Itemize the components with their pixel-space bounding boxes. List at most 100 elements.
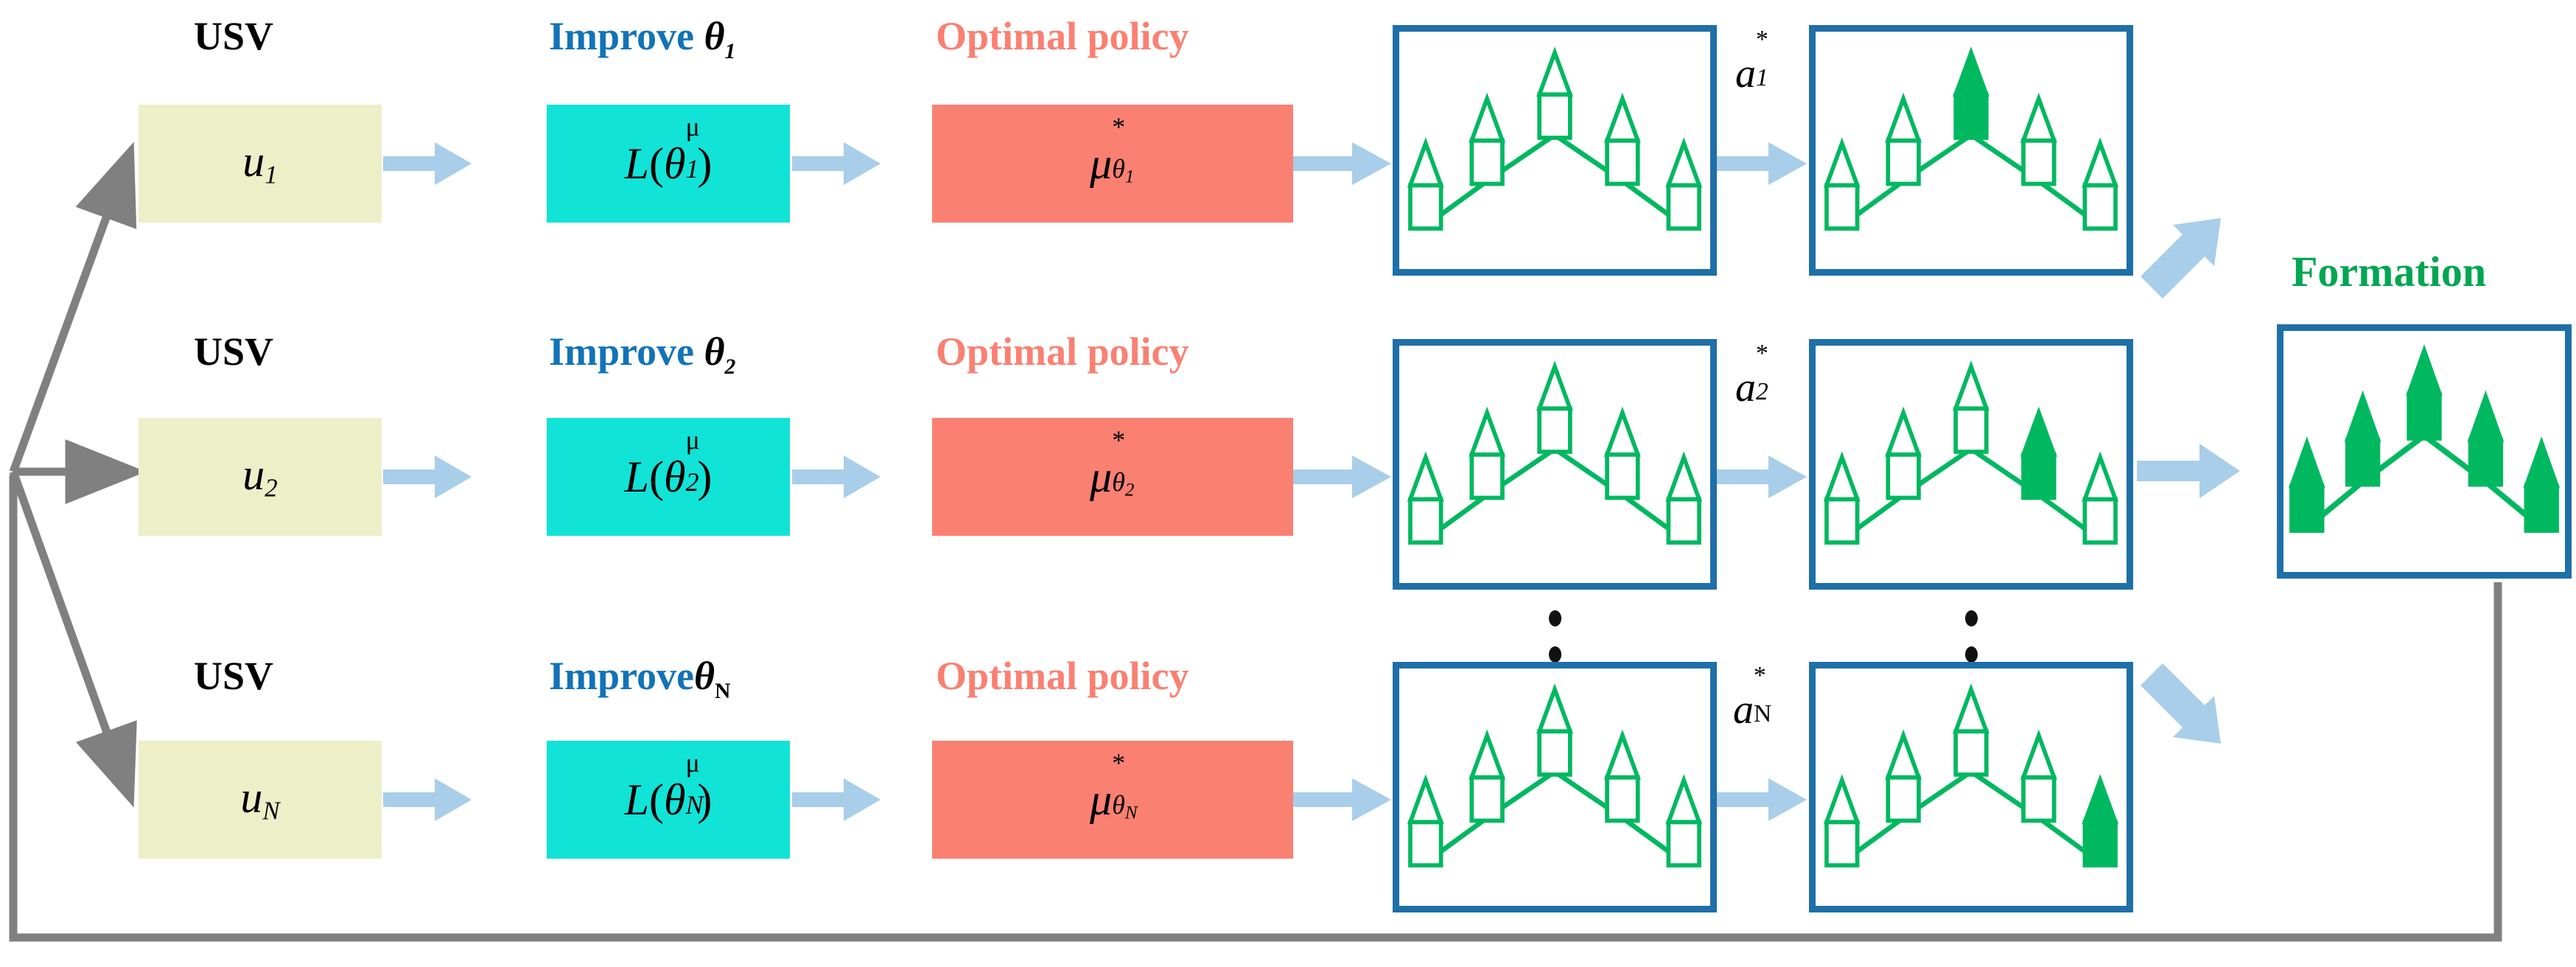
row-1-usv-box[interactable]: u1 xyxy=(139,105,382,223)
ship-4 xyxy=(2082,137,2119,231)
ellipsis-dot xyxy=(1548,610,1561,626)
ship-2 xyxy=(2020,406,2057,500)
row-1-policy-header: Optimal policy xyxy=(936,14,1189,58)
ship-0 xyxy=(1953,46,1989,140)
ship-2 xyxy=(2020,92,2057,186)
row-3-loss-box[interactable]: L(θμNx) xyxy=(547,741,790,859)
ship-1 xyxy=(1469,92,1506,186)
ship-formation-graphic xyxy=(1823,360,2119,545)
ship-formation-graphic xyxy=(1823,46,2119,231)
ship-3 xyxy=(2288,436,2325,533)
row-3-u-label: uN xyxy=(240,772,280,825)
ship-3 xyxy=(1823,451,1861,545)
row-2-loss-box[interactable]: L(θμ2x) xyxy=(547,418,790,536)
row-1-loss-box[interactable]: L(θμ1x) xyxy=(547,105,790,223)
row-1-improve-label: Improve xyxy=(549,14,694,58)
row-1-formation-before[interactable] xyxy=(1393,25,1717,276)
ship-3 xyxy=(1823,774,1861,867)
ship-2 xyxy=(1603,406,1641,500)
arrow-muN-to-frameN xyxy=(1293,778,1391,821)
ship-3 xyxy=(1407,774,1444,867)
row-1-loss-label: L(θμ1x) xyxy=(624,112,713,188)
feedback-loop xyxy=(9,475,2502,942)
ship-formation-graphic xyxy=(1407,683,1703,867)
row-2-mu-label: μ*θ2xx xyxy=(1089,425,1135,501)
row-3-policy-header: Optimal policy xyxy=(936,654,1189,698)
arrow-L2-to-mu2 xyxy=(792,455,881,498)
row-1-usv-header: USV xyxy=(194,14,274,58)
ship-3 xyxy=(1823,137,1861,231)
ship-2 xyxy=(1603,92,1641,186)
row-3-loss-label: L(θμNx) xyxy=(624,748,713,824)
row-3-improve-label: Improve xyxy=(549,654,694,698)
row-2-loss-label: L(θμ2x) xyxy=(624,425,713,501)
ship-0 xyxy=(1536,360,1573,454)
arrow-mu2-to-frame2 xyxy=(1293,455,1391,498)
blue-pipeline-arrows xyxy=(383,142,2240,821)
row-2-improve-sub: 2 xyxy=(724,355,736,379)
arrow-mu1-to-frame1 xyxy=(1293,142,1391,185)
ship-4 xyxy=(1665,137,1703,231)
row-3-improve-sub: N xyxy=(715,679,731,703)
row-3-formation-before[interactable] xyxy=(1393,662,1717,912)
row-3-action-label: a*Nx xyxy=(1733,661,1772,733)
row-1-u-label: u1 xyxy=(242,136,278,189)
ship-2 xyxy=(1603,729,1641,823)
formation-header: Formation xyxy=(2292,248,2487,296)
row-3-mu-label: μ*θNxx xyxy=(1089,748,1138,824)
ship-0 xyxy=(1953,683,1989,777)
row-2-usv-header: USV xyxy=(194,329,274,374)
row-2-formation-after[interactable] xyxy=(1809,339,2133,590)
row-2-usv-box[interactable]: u2 xyxy=(139,418,382,536)
row-1-improve-sub: 1 xyxy=(724,39,736,63)
arrow-LN-to-muN xyxy=(792,778,881,821)
row-1-mu-label: μ*θ1xx xyxy=(1089,112,1135,188)
row-3-usv-box[interactable]: uN xyxy=(139,741,382,859)
arrow-uN-to-LN xyxy=(383,778,472,821)
row-1-improve-header: Improve θ1 xyxy=(549,16,735,63)
gray-branch-arrows xyxy=(9,142,147,808)
ship-0 xyxy=(1536,683,1573,777)
ship-4 xyxy=(2082,774,2119,867)
row-2-formation-before[interactable] xyxy=(1393,339,1717,590)
ship-3 xyxy=(1407,451,1444,545)
final-formation-box[interactable] xyxy=(2277,324,2572,579)
row-2-improve-theta: θ xyxy=(704,329,725,374)
ellipsis-dot xyxy=(1964,610,1978,626)
arrow-row1-to-formation xyxy=(2141,218,2221,299)
row-2-improve-label: Improve xyxy=(549,329,694,374)
ship-3 xyxy=(1407,137,1444,231)
row-1-action-label: a*1x xyxy=(1735,25,1768,97)
ellipsis-dot xyxy=(1548,646,1561,663)
ship-formation-graphic xyxy=(1407,360,1703,545)
ellipsis-dot xyxy=(1964,646,1978,663)
row-2-u-label: u2 xyxy=(242,450,278,503)
ship-formation-graphic xyxy=(1823,683,2119,867)
row-3-policy-box[interactable]: μ*θNxx xyxy=(932,741,1293,859)
ship-1 xyxy=(1885,406,1922,500)
row-3-improve-header: ImproveθN xyxy=(549,656,730,703)
ship-4 xyxy=(1665,774,1703,867)
ship-formation-graphic xyxy=(1407,46,1703,231)
arrow-u1-to-L1 xyxy=(383,142,472,185)
row-2-policy-box[interactable]: μ*θ2xx xyxy=(932,418,1293,536)
ship-0 xyxy=(1953,360,1989,454)
row-3-usv-header: USV xyxy=(194,654,274,698)
ship-1 xyxy=(1885,92,1922,186)
row-1-formation-after[interactable] xyxy=(1809,25,2133,276)
row-2-policy-header: Optimal policy xyxy=(936,329,1189,374)
ship-1 xyxy=(2344,390,2381,487)
ship-1 xyxy=(1885,729,1922,823)
ship-4 xyxy=(1665,451,1703,545)
row-2-improve-header: Improve θ2 xyxy=(549,332,735,379)
row-3-improve-theta: θ xyxy=(694,654,715,698)
row-3-formation-after[interactable] xyxy=(1809,662,2133,912)
ship-4 xyxy=(2523,436,2561,533)
ship-2 xyxy=(2020,729,2057,823)
arrow-row2-to-formation xyxy=(2137,444,2240,498)
ship-4 xyxy=(2082,451,2119,545)
row-1-policy-box[interactable]: μ*θ1xx xyxy=(932,105,1293,223)
ship-0 xyxy=(2406,344,2443,441)
arrow-row3-to-formation xyxy=(2141,663,2221,744)
